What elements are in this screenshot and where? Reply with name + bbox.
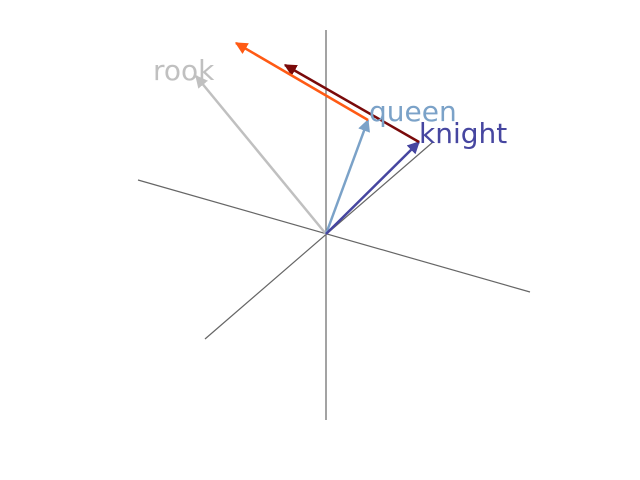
relation-arrows bbox=[234, 41, 420, 144]
label-rook: rook bbox=[153, 54, 215, 87]
axis-depth bbox=[204, 141, 434, 340]
vector-rook bbox=[195, 75, 327, 235]
vector-knight bbox=[325, 141, 420, 235]
vector-queen bbox=[324, 118, 370, 235]
relation-queen-to-rook bbox=[234, 41, 369, 122]
relation-knight-to-rook bbox=[283, 63, 420, 144]
axis-left-right bbox=[137, 179, 531, 293]
label-knight: knight bbox=[419, 117, 507, 150]
word-vectors bbox=[195, 75, 420, 235]
label-queen: queen bbox=[369, 95, 457, 128]
